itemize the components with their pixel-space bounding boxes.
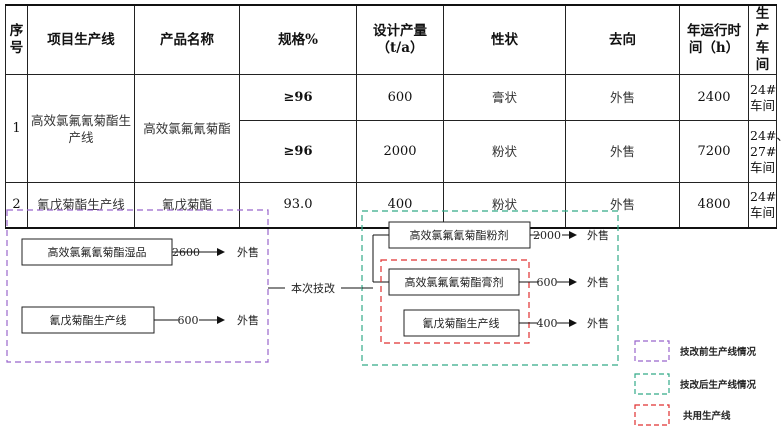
cell-capacity: 2000 bbox=[356, 120, 444, 183]
product-spec-table: 序号 项目生产线 产品名称 规格% 设计产量（t/a） 性状 去向 年运行时间（… bbox=[5, 4, 781, 229]
header-form: 性状 bbox=[443, 4, 566, 75]
legend-swatch-before bbox=[634, 340, 670, 362]
table-row: 2 氰戊菊酯生产线 氰戊菊酯 93.0 400 粉状 外售 4800 24#车间 bbox=[5, 182, 777, 229]
legend-label-shared: 共用生产线 bbox=[683, 410, 731, 422]
header-capacity: 设计产量（t/a） bbox=[356, 4, 444, 75]
after-box-paste-label: 高效氯氟氰菊酯膏剂 bbox=[405, 275, 504, 289]
header-spec: 规格% bbox=[239, 4, 357, 75]
legend-swatch-after bbox=[634, 373, 670, 395]
before-box-wet-label: 高效氯氟氰菊酯湿品 bbox=[48, 245, 147, 259]
after-box-powder-label: 高效氯氟氰菊酯粉剂 bbox=[410, 228, 509, 242]
cell-form: 粉状 bbox=[443, 182, 566, 229]
shared-group-frame bbox=[380, 259, 530, 344]
cell-no: 2 bbox=[5, 182, 28, 229]
before-flow-value: 600 bbox=[178, 314, 199, 327]
cell-dest: 外售 bbox=[565, 182, 680, 229]
after-box-fenvalerate-label: 氰戊菊酯生产线 bbox=[423, 316, 500, 330]
header-line: 项目生产线 bbox=[27, 4, 135, 75]
before-flow-dest: 外售 bbox=[237, 245, 259, 259]
header-no: 序号 bbox=[5, 4, 28, 75]
before-box-fenvalerate-label: 氰戊菊酯生产线 bbox=[50, 313, 127, 327]
cell-capacity: 600 bbox=[356, 74, 444, 121]
table-row: ≥96 2000 粉状 外售 7200 24#、27#车间 bbox=[6, 120, 781, 183]
cell-spec: ≥96 bbox=[239, 120, 357, 183]
cell-form: 粉状 bbox=[443, 120, 566, 183]
legend-label-after: 技改后生产线情况 bbox=[680, 379, 757, 391]
after-flow-dest: 外售 bbox=[587, 275, 609, 289]
connector-label: 本次技改 bbox=[291, 281, 335, 295]
cell-workshop: 24#车间 bbox=[748, 182, 777, 229]
legend-swatch-shared bbox=[634, 404, 670, 426]
cell-workshop: 24#车间 bbox=[748, 74, 777, 121]
header-workshop: 生产车间 bbox=[748, 4, 777, 75]
before-flow-dest: 外售 bbox=[237, 313, 259, 327]
cell-line: 高效氯氟氰菊酯生产线 bbox=[27, 74, 135, 183]
legend-label-before: 技改前生产线情况 bbox=[680, 346, 757, 358]
cell-spec: 93.0 bbox=[239, 182, 357, 229]
cell-product: 氰戊菊酯 bbox=[134, 182, 240, 229]
cell-spec: ≥96 bbox=[239, 74, 357, 121]
cell-line: 氰戊菊酯生产线 bbox=[27, 182, 135, 229]
cell-workshop: 24#、27#车间 bbox=[748, 120, 781, 183]
after-flow-value: 2000 bbox=[533, 229, 561, 242]
after-flow-dest: 外售 bbox=[587, 316, 609, 330]
after-box-paste bbox=[388, 268, 520, 296]
after-flow-dest: 外售 bbox=[587, 228, 609, 242]
cell-hours: 4800 bbox=[679, 182, 749, 229]
header-product: 产品名称 bbox=[134, 4, 240, 75]
after-flow-value: 400 bbox=[537, 317, 558, 330]
before-box-fenvalerate bbox=[21, 306, 155, 334]
after-box-fenvalerate bbox=[403, 309, 520, 337]
before-group-frame bbox=[6, 209, 269, 363]
cell-dest: 外售 bbox=[565, 120, 680, 183]
cell-dest: 外售 bbox=[565, 74, 680, 121]
before-flow-value: 2600 bbox=[172, 246, 200, 259]
cell-form: 膏状 bbox=[443, 74, 566, 121]
after-flow-value: 600 bbox=[537, 276, 558, 289]
